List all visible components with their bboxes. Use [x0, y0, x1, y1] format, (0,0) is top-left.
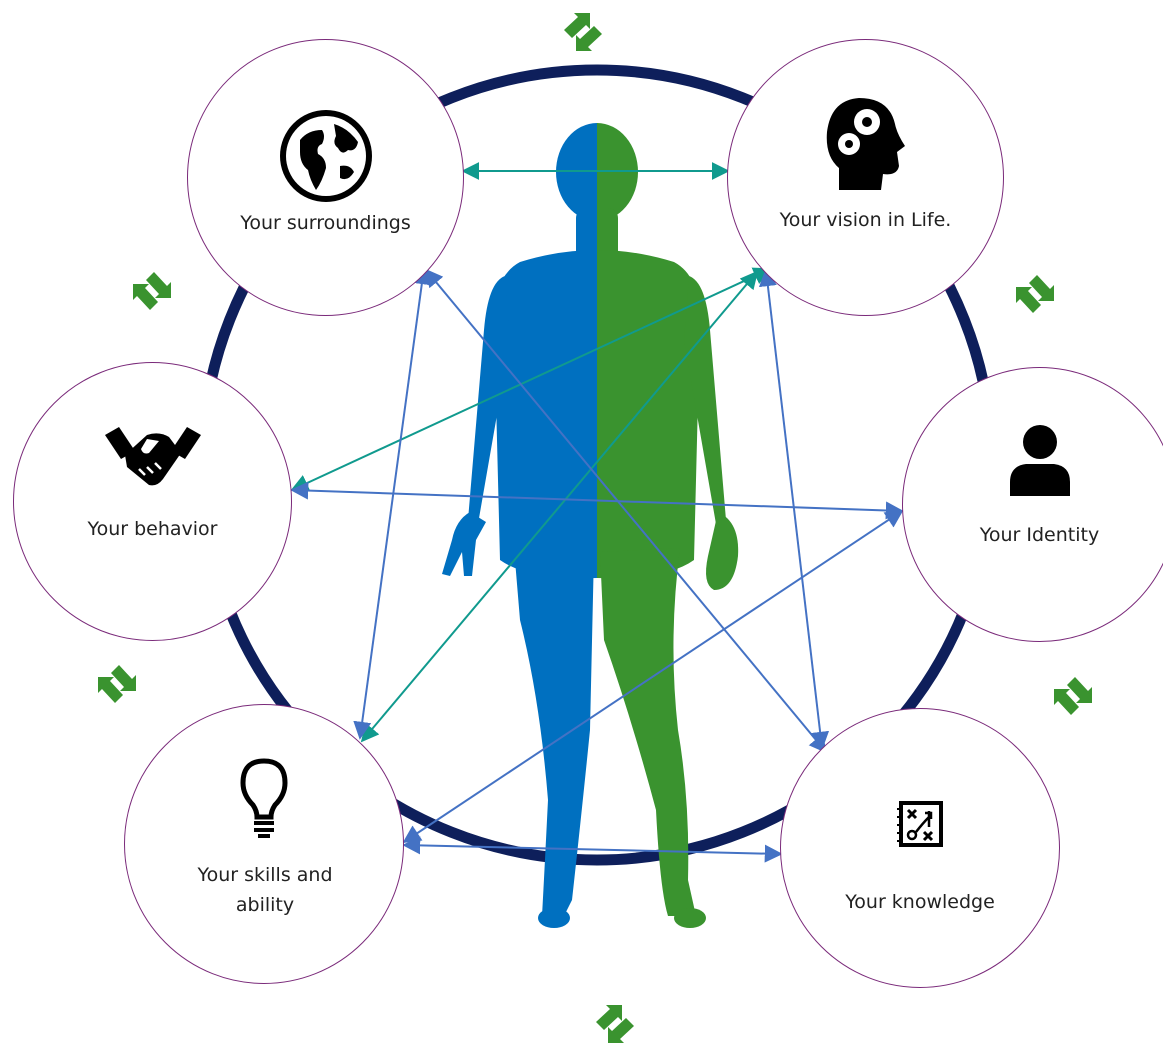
node-skills-label: Your skills and ability [197, 864, 333, 916]
arrow-surroundings-skills [353, 266, 431, 740]
node-skills: Your skills and ability [124, 704, 404, 984]
node-vision-label: Your vision in Life. [779, 209, 952, 231]
blue-connector-arrows [290, 266, 904, 863]
swap-icon-lower-left [98, 665, 136, 703]
person-icon [1009, 425, 1070, 496]
swap-icon-upper-right [1016, 275, 1054, 313]
node-vision: Your vision in Life. [727, 39, 1004, 316]
node-behavior-label: Your behavior [87, 518, 218, 540]
swap-icon-top [564, 13, 602, 51]
globe-icon [279, 110, 372, 202]
lightbulb-icon [240, 758, 288, 838]
node-knowledge: Your knowledge [780, 708, 1060, 988]
head-gears-icon [826, 98, 905, 190]
swap-icon-upper-left [133, 272, 171, 310]
swap-icon-lower-right [1054, 677, 1092, 715]
handshake-icon [104, 427, 201, 486]
node-surroundings: Your surroundings [187, 39, 464, 316]
node-knowledge-label: Your knowledge [845, 891, 995, 913]
node-surroundings-label: Your surroundings [240, 212, 411, 234]
arrow-skills-knowledge [402, 836, 783, 863]
node-behavior: Your behavior [13, 362, 292, 641]
node-identity-label: Your Identity [979, 524, 1100, 546]
node-identity: Your Identity [902, 367, 1163, 642]
arrow-skills-identity [402, 510, 904, 843]
swap-icon-bottom [596, 1005, 634, 1043]
strategy-board-icon [897, 801, 943, 847]
arrow-vision-knowledge [758, 268, 830, 750]
